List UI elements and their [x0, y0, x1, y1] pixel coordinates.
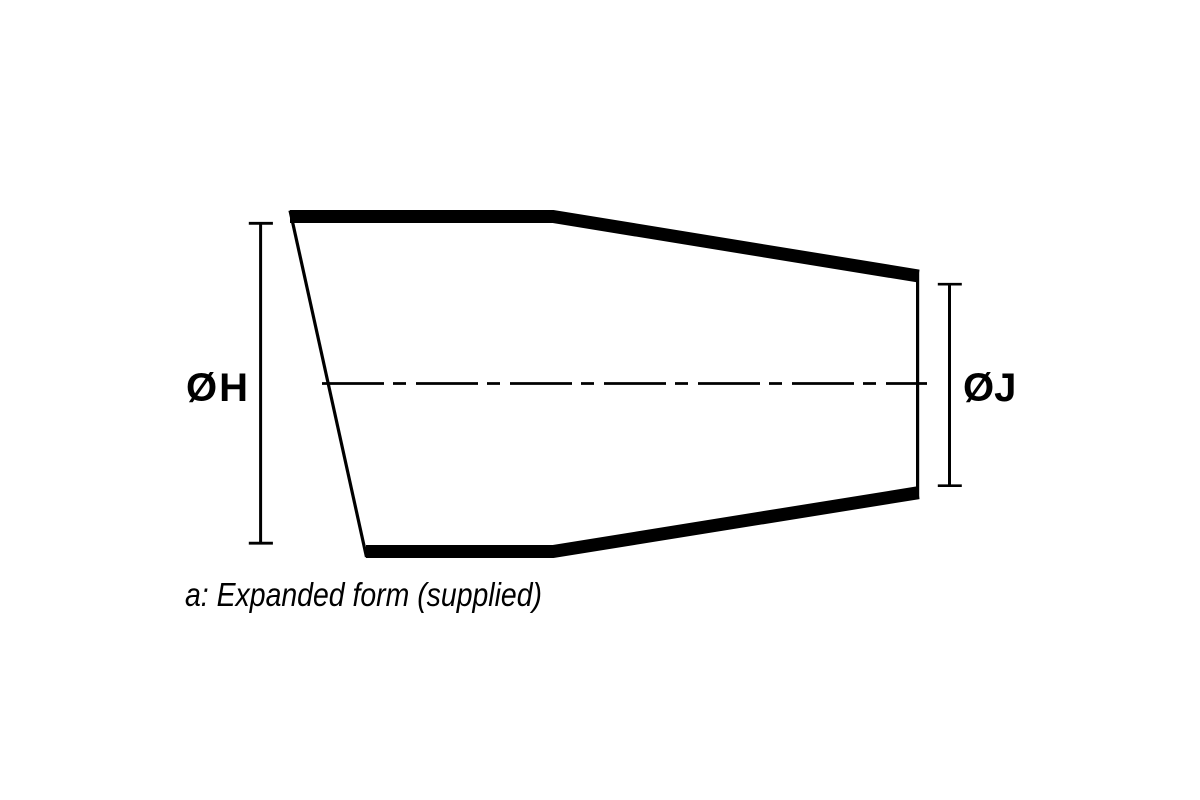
svg-text:ØH: ØH [186, 366, 250, 410]
svg-text:a: Expanded form (supplied): a: Expanded form (supplied) [185, 576, 542, 613]
svg-text:ØJ: ØJ [963, 366, 1016, 410]
